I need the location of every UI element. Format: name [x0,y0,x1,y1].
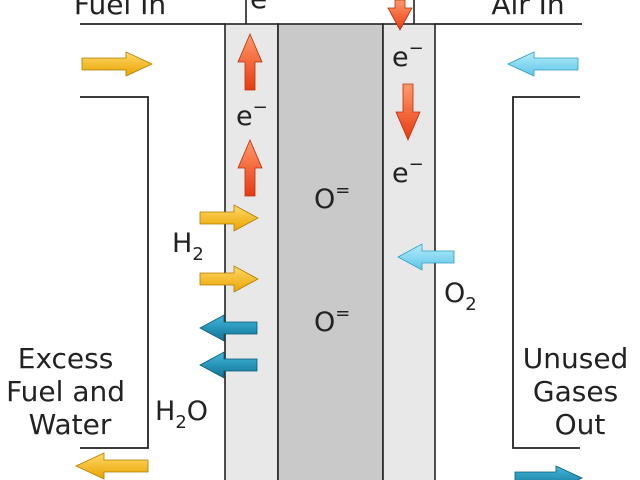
electrolyte-layer [277,23,384,480]
fuel-in-arrow [81,51,153,77]
electron-up-arrow-1 [237,32,263,91]
excess-fuel-label: Excess Fuel and Water [6,342,134,441]
water-o-symbol: O [187,396,208,427]
water-arrow-1 [199,314,258,342]
cathode-electron-2-charge: − [409,154,424,175]
oxide-ion-1-charge: = [335,180,350,201]
oxide-ion-1-symbol: O [314,184,335,215]
excess-line-3: Water [29,408,112,441]
hydrogen-arrow-2 [199,265,259,293]
excess-line-1: Excess [18,342,114,375]
unused-line-3: Out [555,408,606,441]
air-in-arrow [507,51,579,77]
water-subscript: 2 [175,412,186,433]
electron-up-arrow-2 [237,138,263,197]
air-chamber-wall [512,96,580,449]
excess-out-arrow [75,452,149,480]
wire-electron-label: e [250,0,267,15]
oxide-ion-2-symbol: O [314,307,335,338]
hydrogen-symbol: H [172,228,192,259]
fuel-in-label: Fuel In [74,0,166,21]
unused-gases-label: Unused Gases Out [523,342,637,441]
hydrogen-subscript: 2 [192,244,203,265]
unused-line-2: Gases [533,375,618,408]
anode-electron-charge: − [253,97,268,118]
cathode-electron-1-symbol: e [392,42,409,73]
water-h-symbol: H [155,396,175,427]
anode-electron-symbol: e [236,101,253,132]
electron-down-arrow-1 [387,0,413,31]
anode-electron-label: e− [236,97,268,132]
hydrogen-label: H2 [172,228,204,265]
electron-down-arrow-2 [395,83,421,142]
air-in-label: Air In [491,0,564,21]
cathode-electron-1-charge: − [409,38,424,59]
hydrogen-arrow-1 [199,204,259,232]
unused-out-arrow [514,465,583,480]
cathode-electron-2-symbol: e [392,158,409,189]
oxide-ion-label-1: O= [314,180,350,215]
anode-layer [224,23,279,480]
fuel-chamber-wall [80,96,149,449]
oxygen-arrow [397,243,455,271]
cathode-electron-label-2: e− [392,154,424,189]
oxide-ion-label-2: O= [314,303,350,338]
cathode-electron-label-1: e− [392,38,424,73]
excess-line-2: Fuel and [6,375,125,408]
water-label: H2O [155,396,208,433]
oxygen-subscript: 2 [465,294,476,315]
oxygen-label: O2 [444,278,477,315]
oxygen-symbol: O [444,278,465,309]
unused-line-1: Unused [523,342,629,375]
oxide-ion-2-charge: = [335,303,350,324]
water-arrow-2 [199,351,258,379]
